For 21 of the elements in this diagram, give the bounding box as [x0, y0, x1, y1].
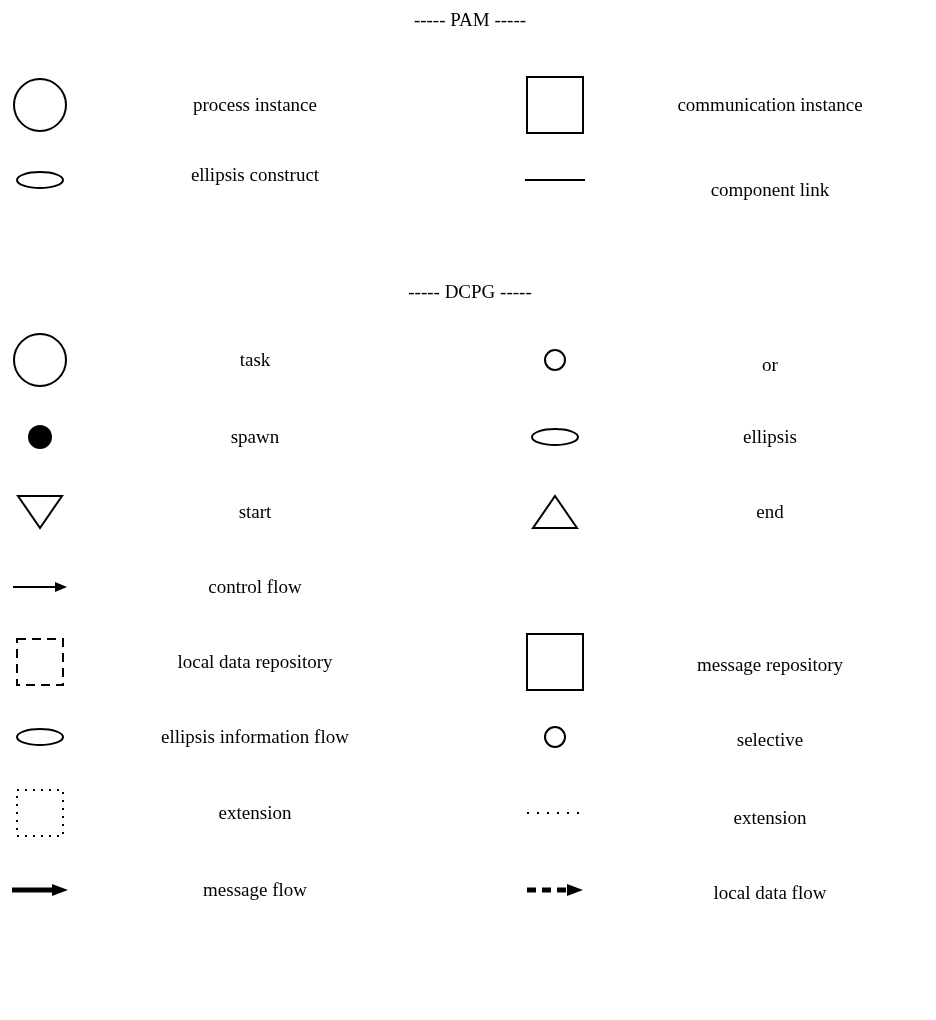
section-heading: ----- DCPG -----: [408, 281, 532, 303]
legend-label: spawn: [230, 426, 280, 448]
legend-label: start: [238, 501, 272, 523]
legend-label: or: [762, 354, 778, 376]
legend-label: component link: [710, 179, 830, 201]
legend-label: communication instance: [677, 94, 863, 116]
section-heading: ----- PAM -----: [413, 9, 527, 31]
legend-label: local data flow: [713, 882, 827, 904]
legend-label: process instance: [193, 94, 317, 116]
legend-label: ellipsis: [743, 426, 797, 448]
legend-label: task: [239, 349, 271, 371]
legend-label: selective: [736, 729, 804, 751]
legend-label: ellipsis construct: [190, 164, 320, 186]
legend-label: control flow: [208, 576, 302, 598]
legend-label: message repository: [696, 654, 844, 676]
legend-label: end: [756, 501, 784, 523]
legend-label: extension: [733, 807, 807, 829]
legend-label: local data repository: [177, 651, 333, 673]
legend-label: message flow: [203, 879, 307, 901]
legend-label: ellipsis information flow: [161, 726, 349, 748]
legend-label: extension: [218, 802, 292, 824]
